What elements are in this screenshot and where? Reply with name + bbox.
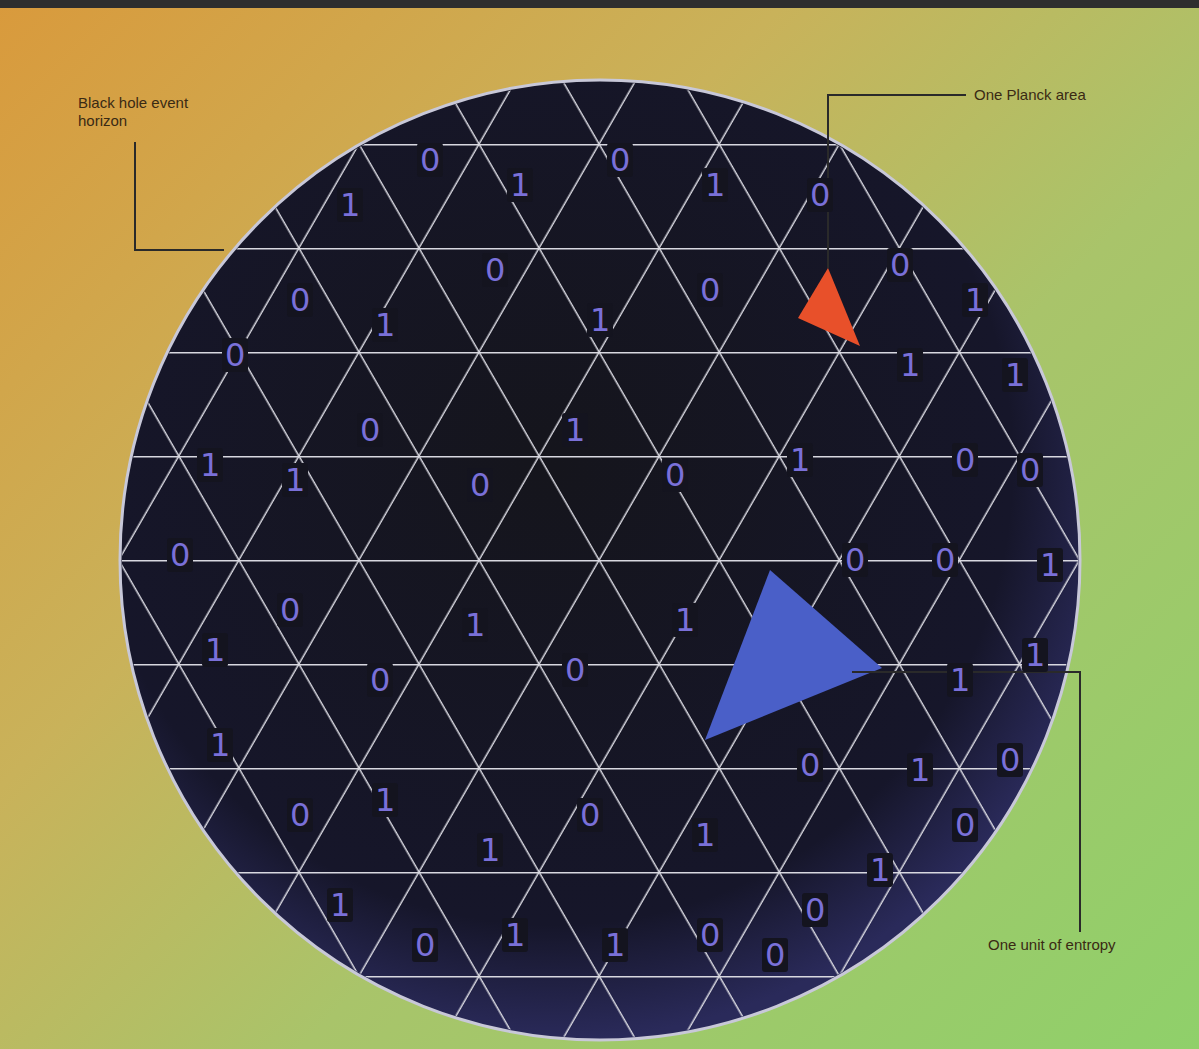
bit-digit: 0 [357, 413, 383, 447]
bit-digit: 1 [587, 303, 613, 337]
callout-label: One unit of entropy [988, 936, 1193, 954]
bit-digit: 1 [787, 443, 813, 477]
bit-digit: 1 [1002, 358, 1028, 392]
bit-digit: 0 [662, 458, 688, 492]
bit-digit: 1 [897, 348, 923, 382]
bit-digit: 1 [1037, 548, 1063, 582]
bit-digit: 1 [947, 663, 973, 697]
bit-digit: 1 [672, 603, 698, 637]
bit-digit: 0 [762, 938, 788, 972]
bit-digit: 0 [697, 273, 723, 307]
bit-digit: 1 [202, 633, 228, 667]
bit-digit: 0 [807, 178, 833, 212]
entropy-triangle [705, 570, 882, 740]
bit-digit: 0 [287, 283, 313, 317]
bit-digit: 1 [702, 168, 728, 202]
bit-digit: 1 [907, 753, 933, 787]
bit-digit: 1 [462, 608, 488, 642]
bit-digit: 0 [482, 253, 508, 287]
bit-digit: 0 [412, 928, 438, 962]
bit-digit: 0 [842, 543, 868, 577]
bit-digit: 0 [577, 798, 603, 832]
bit-digit: 1 [562, 413, 588, 447]
bit-digit: 0 [997, 743, 1023, 777]
bit-digit: 1 [502, 918, 528, 952]
bit-digit: 0 [607, 143, 633, 177]
bit-digit: 1 [197, 448, 223, 482]
callout-label: One Planck area [974, 86, 1174, 104]
bit-digit: 0 [287, 798, 313, 832]
bit-digit: 1 [962, 283, 988, 317]
bit-digit: 0 [932, 543, 958, 577]
bit-digit: 1 [372, 308, 398, 342]
callout-label: Black hole event horizon [78, 94, 238, 130]
bit-digit: 0 [222, 338, 248, 372]
bit-digit: 0 [417, 143, 443, 177]
bit-digit: 1 [207, 728, 233, 762]
bit-digit: 1 [282, 463, 308, 497]
bit-digit: 0 [1017, 453, 1043, 487]
bit-digit: 0 [802, 893, 828, 927]
planck-area-triangle [798, 268, 860, 346]
bit-digit: 1 [477, 833, 503, 867]
bit-digit: 0 [697, 918, 723, 952]
bit-digit: 1 [867, 853, 893, 887]
bit-digit: 0 [797, 748, 823, 782]
bit-digit: 1 [692, 818, 718, 852]
bit-digit: 0 [887, 248, 913, 282]
bit-digit: 0 [467, 468, 493, 502]
bit-digit: 0 [562, 653, 588, 687]
bit-digit: 0 [367, 663, 393, 697]
bit-digit: 1 [507, 168, 533, 202]
bit-digit: 0 [952, 808, 978, 842]
bit-digit: 1 [372, 783, 398, 817]
bit-digit: 0 [952, 443, 978, 477]
bit-digit: 0 [167, 538, 193, 572]
bit-digit: 1 [602, 928, 628, 962]
bit-digit: 0 [277, 593, 303, 627]
bit-digit: 1 [327, 888, 353, 922]
bit-digit: 1 [1022, 638, 1048, 672]
bit-digit: 1 [337, 188, 363, 222]
